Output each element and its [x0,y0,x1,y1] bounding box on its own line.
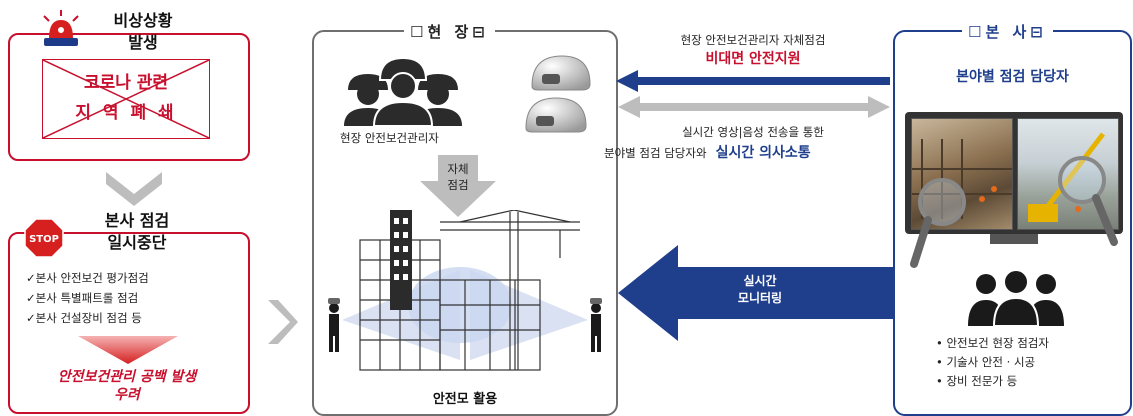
site-label: ☐현 장⊟ [404,21,495,42]
closed-text-line1: 코로나 관련 [83,73,169,93]
suspension-title-line2: 일시중단 [107,233,167,252]
monitoring-label: 실시간 모니터링 [720,273,800,307]
monitoring-line2: 모니터링 [737,291,783,305]
magnifier-icon [910,178,966,268]
magnifier-icon [1058,156,1118,246]
list-item: • 기술사 안전 · 시공 [936,355,1036,369]
site-manager-caption: 현장 안전보건관리자 [340,131,439,145]
flow-middle-line1: 실시간 영상|음성 전송을 통한 [682,125,824,139]
self-check-arrow-icon [420,155,496,217]
suspension-box [8,232,250,414]
warning-arrow-icon [78,336,178,364]
helmet-caption: 안전모 활용 [432,392,498,407]
monitoring-arrow-icon [618,245,894,341]
hq-heading: 본야별 점검 담당자 [956,69,1069,85]
list-item: ✓본사 안전보건 평가점검 [26,271,149,285]
stop-sign-icon: STOP [24,218,64,258]
suspension-warning: 안전보건관리 공백 발생 우려 [12,368,242,404]
staff-icon [968,269,1064,326]
emergency-title: 비상상황 발생 [88,10,198,54]
helmet-camera-icon [525,55,591,133]
hq-label: ☐본 사⊟ [962,21,1053,42]
two-way-arrow-icon [618,96,890,118]
flow-middle-line2a: 분야별 점검 담당자와 [604,146,707,160]
flow-top-line1: 현장 안전보건관리자 자체점검 [680,33,826,47]
list-item: ✓본사 건설장비 점검 등 [26,311,142,325]
hq-staff-list: • 안전보건 현장 점검자 • 기술사 안전 · 시공 • 장비 전문가 등 [936,334,1126,391]
flow-middle-line2b: 실시간 의사소통 [715,145,811,161]
self-check-line2: 점검 [447,178,469,192]
flow-middle-line2: 분야별 점검 담당자와 실시간 의사소통 [604,142,904,162]
self-check-label: 자체 점검 [438,161,478,193]
suspension-title-line1: 본사 점검 [104,211,170,230]
support-arrow-left-icon [616,70,890,92]
siren-icon [43,10,79,46]
chevron-down-icon [106,172,162,206]
monitor-stand [990,234,1038,244]
warning-line2: 우려 [114,387,140,403]
list-item: • 장비 전문가 등 [936,374,1018,388]
suspension-list: ✓본사 안전보건 평가점검 ✓본사 특별패트롤 점검 ✓본사 건설장비 점검 등 [26,268,238,328]
list-item: • 안전보건 현장 점검자 [936,336,1049,350]
closed-text-line2: 지 역 폐 쇄 [75,103,177,123]
cross-mark-icon [43,60,209,138]
self-check-line1: 자체 [447,162,469,176]
chevron-right-icon [268,300,298,344]
emergency-title-line1: 비상상황 [113,11,173,30]
region-closed-panel: 코로나 관련 지 역 폐 쇄 [42,59,210,139]
monitoring-line1: 실시간 [743,274,777,288]
stop-sign-label: STOP [29,234,59,245]
flow-top-line2: 비대면 안전지원 [705,51,801,67]
suspension-title: 본사 점검 일시중단 [82,210,192,254]
construction-site-illustration [328,210,602,371]
workers-icon [344,56,462,126]
list-item: ✓본사 특별패트롤 점검 [26,291,139,305]
emergency-title-line2: 발생 [128,33,158,52]
warning-line1: 안전보건관리 공백 발생 [57,369,197,385]
